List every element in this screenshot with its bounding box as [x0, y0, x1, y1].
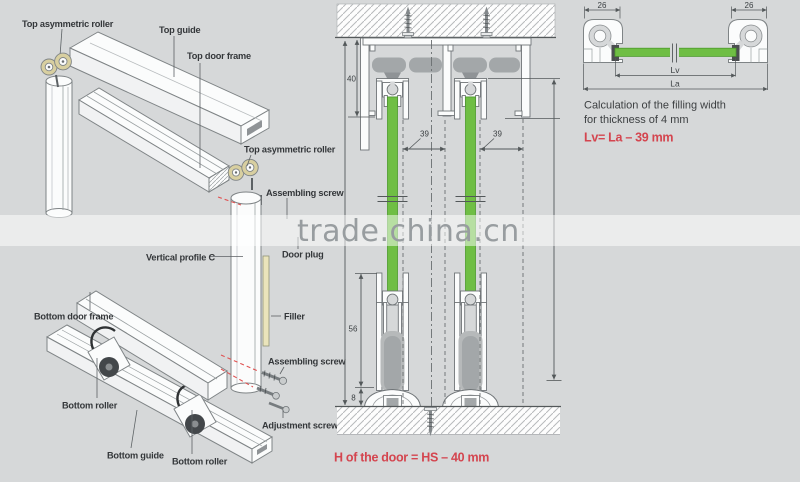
label-vertical-profile-c: Vertical profile C [146, 253, 215, 263]
dim-axis-offset-right: 39 [493, 130, 502, 139]
watermark-band [0, 215, 800, 246]
dim-floor-clearance: 8 [351, 394, 356, 403]
guide-rollers [372, 57, 520, 79]
assembly-alignment-lines [217, 196, 260, 388]
top-guide-part [68, 31, 271, 145]
label-top-asymmetric-roller-1: Top asymmetric roller [22, 19, 114, 29]
dim-profile-width-right: 26 [745, 1, 754, 10]
bottom-frame-assembly [376, 272, 409, 392]
floor-hatch [335, 405, 561, 435]
filler-part [262, 255, 270, 347]
cross-section-diagram: 40 39 39 56 8 H of the door = HS – 40 mm [334, 3, 562, 465]
filling-width-detail: 26 26 Lv La Calculation of the filling w… [583, 1, 768, 145]
floor-screw [424, 407, 437, 436]
vertical-profile-left-part [45, 75, 73, 218]
dim-profile-width-left: 26 [598, 1, 607, 10]
top-asymmetric-roller-1-part [40, 28, 72, 88]
detail-caption-line1: Calculation of the filling width [584, 100, 726, 112]
dim-top-guide-height: 40 [347, 75, 356, 84]
label-adjustment-screw: Adjustment screw [262, 421, 339, 431]
label-door-plug: Door plug [282, 250, 324, 260]
exploded-view-diagram: Top asymmetric roller Top guide Top door… [22, 19, 347, 467]
door-height-formula: H of the door = HS – 40 mm [334, 451, 489, 465]
bottom-roller-2-part [173, 383, 217, 438]
watermark: trade.china.cn [0, 214, 800, 249]
top-guide-section [360, 37, 532, 151]
label-top-asymmetric-roller-2: Top asymmetric roller [244, 145, 336, 155]
dim-axis-offset-left: 39 [420, 130, 429, 139]
label-assembling-screw-1: Assembling screw [266, 188, 345, 198]
detail-caption-line2: for thickness of 4 mm [584, 114, 689, 126]
label-top-door-frame: Top door frame [187, 51, 251, 61]
dim-door-width: La [670, 79, 680, 89]
label-bottom-guide: Bottom guide [107, 451, 164, 461]
watermark-text: trade.china.cn [297, 214, 520, 249]
assembling-screw-parts [256, 370, 287, 400]
dim-filling-width: Lv [671, 65, 681, 75]
label-filler: Filler [284, 312, 305, 322]
label-top-guide: Top guide [159, 25, 200, 35]
top-door-frame-part [78, 87, 230, 193]
break-symbol [670, 43, 679, 63]
label-bottom-roller-1: Bottom roller [62, 401, 118, 411]
label-assembling-screw-2: Assembling screw [268, 357, 347, 367]
ceiling-screw [402, 6, 414, 39]
label-bottom-door-frame: Bottom door frame [34, 312, 113, 322]
detail-dimension-lines [583, 6, 768, 92]
adjustment-screw-part [268, 401, 290, 414]
filling-width-formula: Lv= La – 39 mm [584, 131, 673, 145]
label-bottom-roller-2: Bottom roller [172, 457, 228, 467]
ceiling-hatch [335, 3, 556, 39]
dim-bottom-profile-height: 56 [349, 325, 358, 334]
bottom-roller-1-part [87, 326, 131, 381]
top-asymmetric-roller-2-part [227, 158, 262, 205]
bottom-guide-section [363, 388, 422, 407]
